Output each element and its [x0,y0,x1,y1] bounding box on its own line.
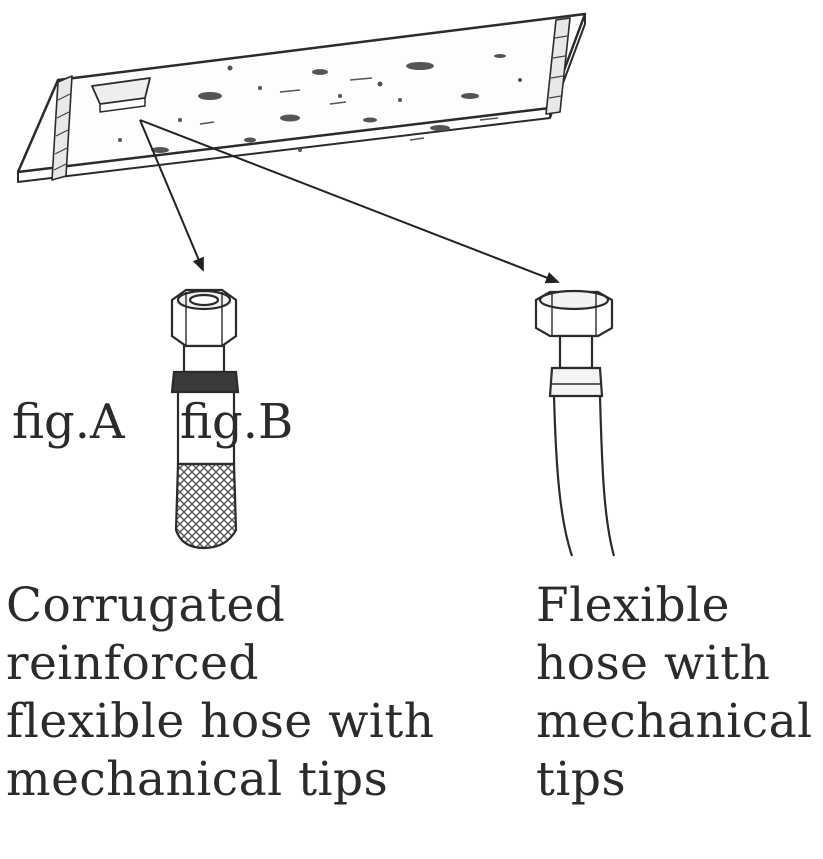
caption-flexible-hose: Flexible hose with mechanical tips [536,577,821,809]
caption-b-line-2: hose with [536,636,771,691]
caption-b-line-4: tips [536,752,627,807]
caption-b-line-1: Flexible [536,578,730,633]
fig-b-label: fig.B [180,394,294,450]
caption-a-line-4: mechanical tips [6,752,389,807]
flexible-hose-illustration [534,289,616,557]
corrugated-hose-illustration [170,288,240,550]
arrow-to-fig-b [139,119,560,284]
connection-arrows [139,119,560,284]
arrow-to-fig-a [139,119,204,272]
caption-corrugated-hose: Corrugated reinforced flexible hose with… [6,577,446,809]
appliance-panel [16,12,587,183]
caption-b-line-3: mechanical [536,694,813,749]
caption-a-line-2: reinforced [6,636,259,691]
fig-a-label: fig.A [12,394,125,450]
caption-a-line-1: Corrugated [6,578,286,633]
caption-a-line-3: flexible hose with [6,694,435,749]
